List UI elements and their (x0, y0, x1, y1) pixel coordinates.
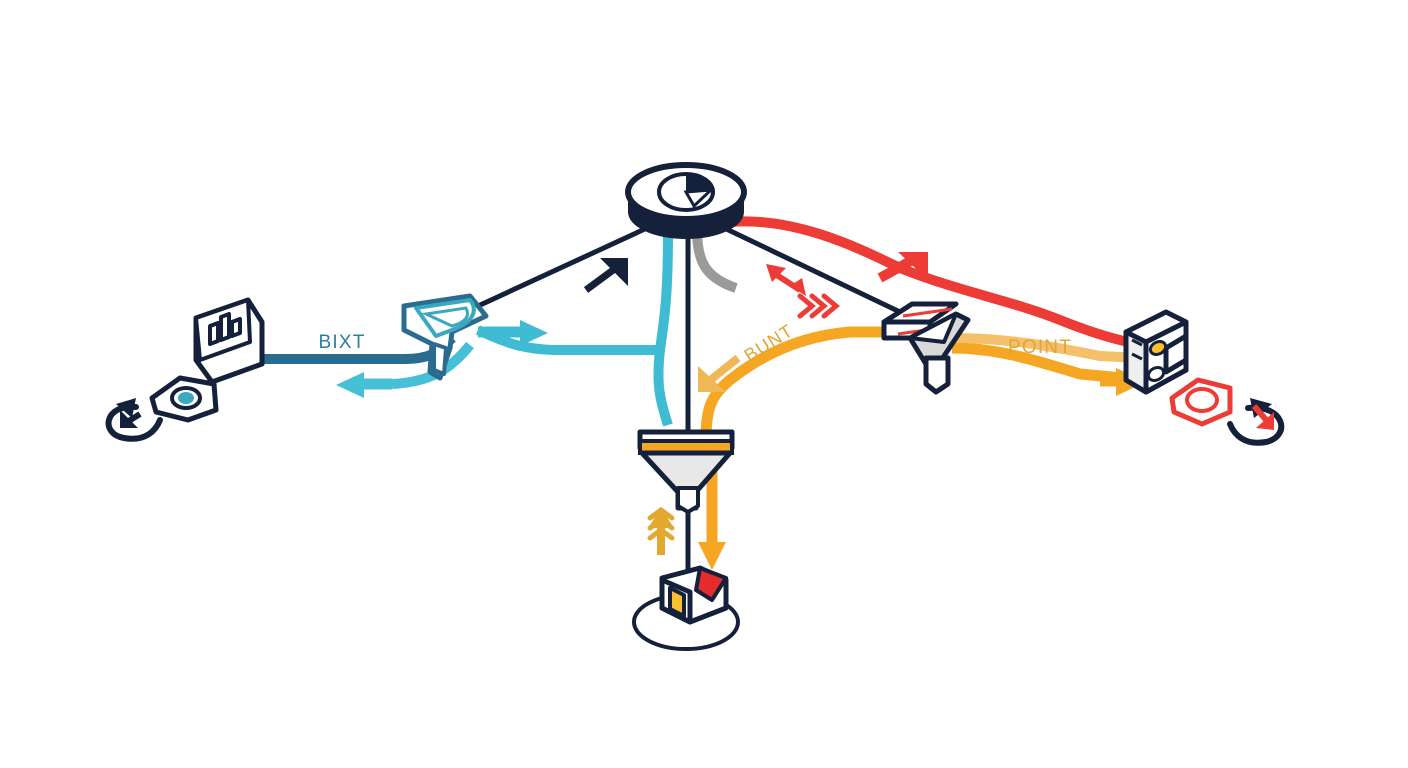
bar-chart-icon (208, 312, 242, 346)
red-chevron-stack (797, 293, 840, 319)
pie-chart-icon (657, 172, 716, 212)
navy-link-left (449, 219, 663, 321)
orange-flow (700, 326, 900, 441)
orange-arrow-down (698, 520, 726, 570)
navy-arrow-up-right (583, 258, 628, 293)
package-cube[interactable] (632, 565, 740, 651)
pie-chart-hub[interactable] (625, 162, 747, 239)
cyan-arrow-left (336, 372, 392, 398)
navy-link-right (715, 222, 903, 315)
connector-layer (262, 216, 1141, 591)
bar-chart-screen[interactable] (193, 297, 265, 385)
label-point: POINT (1008, 337, 1072, 358)
label-bixt: BIXT (318, 332, 365, 353)
gold-arrow-up (647, 506, 675, 555)
server-block[interactable] (1123, 309, 1189, 395)
grey-stub (692, 229, 738, 293)
light-orange-flow (954, 333, 1141, 363)
marker-layer (336, 252, 1146, 570)
orange-arrow-down-left (698, 354, 741, 392)
bottom-funnel[interactable] (637, 429, 735, 514)
paper-plane-node[interactable] (881, 301, 971, 395)
left-funnel[interactable] (401, 293, 489, 381)
left-eye-marker[interactable] (149, 375, 219, 423)
cyan-arrow-right (478, 320, 548, 346)
red-arrow-up-right (877, 252, 928, 283)
cyan-flow-down (653, 231, 673, 427)
red-double-arrow (766, 264, 806, 296)
red-flow (729, 216, 1138, 349)
orange-flow-right (951, 342, 1123, 384)
left-loop-arrow (105, 398, 163, 442)
right-eye-marker[interactable] (1169, 377, 1233, 427)
right-loop-arrow (1227, 398, 1285, 446)
